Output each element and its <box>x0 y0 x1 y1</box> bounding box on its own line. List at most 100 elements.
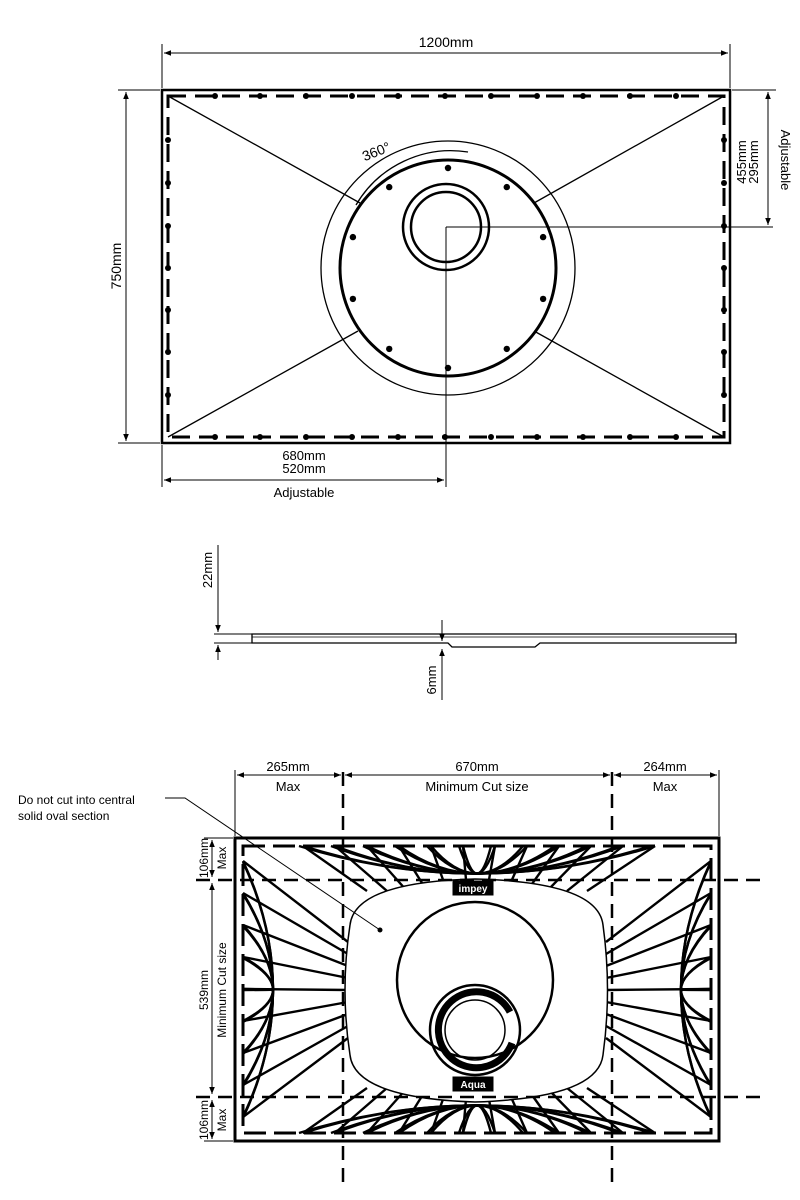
plate-screw <box>386 183 393 191</box>
fixing-dot <box>212 93 218 99</box>
fixing-dot <box>721 265 727 271</box>
fixing-dot <box>721 180 727 186</box>
brand-bottom-label: Aqua <box>461 1080 486 1091</box>
fixing-dot <box>349 434 355 440</box>
rib-line <box>566 1087 624 1134</box>
fixing-dot <box>488 93 494 99</box>
fixing-dot <box>165 137 171 143</box>
bottom-dimension-upper: 680mm <box>282 448 325 463</box>
fixing-dot <box>257 93 263 99</box>
fixing-dot <box>721 137 727 143</box>
fixing-dot <box>165 307 171 313</box>
fixing-dot <box>165 180 171 186</box>
top-view <box>118 44 776 487</box>
fixing-dot <box>303 434 309 440</box>
fixing-dot <box>627 93 633 99</box>
brand-badge-bottom <box>452 1076 494 1092</box>
rib-line <box>366 845 408 892</box>
bottom-adjustable-label: Adjustable <box>274 485 335 500</box>
center-width-label: 670mm <box>455 759 498 774</box>
plate-screw <box>539 295 547 303</box>
fixing-dot <box>580 93 586 99</box>
left-width-label: 265mm <box>266 759 309 774</box>
fixing-dot <box>257 434 263 440</box>
rib-line <box>242 923 349 968</box>
plate-screw <box>503 345 510 353</box>
fixing-dot <box>627 434 633 440</box>
rib-line <box>241 861 275 1118</box>
fixing-dot <box>488 434 494 440</box>
rotation-ring <box>320 140 576 396</box>
rib-line <box>605 891 712 956</box>
side-thickness-label: 22mm <box>200 552 215 588</box>
rib-line <box>334 845 388 892</box>
rib-line <box>566 845 624 892</box>
height-dimension-label: 750mm <box>108 243 124 290</box>
fixing-dot <box>165 349 171 355</box>
rib-line <box>586 844 656 893</box>
rib-line <box>605 955 712 980</box>
center-width-sub: Minimum Cut size <box>425 779 528 794</box>
top-view-dots <box>165 93 727 440</box>
fixing-dot <box>534 434 540 440</box>
fixing-dot <box>673 434 679 440</box>
rib-line <box>546 845 592 892</box>
drain-ring <box>395 900 555 1060</box>
fixing-dot <box>721 349 727 355</box>
rib-line <box>546 1087 592 1134</box>
right-adjustable-label: Adjustable <box>778 130 793 191</box>
drain-plate <box>338 158 558 378</box>
plate-screw <box>539 233 547 241</box>
rib-line <box>605 860 712 943</box>
waste-ring-outer <box>428 983 522 1077</box>
side-offset-label: 6mm <box>424 666 439 695</box>
right-width-sub: Max <box>653 779 678 794</box>
bottom-height-sub: Max <box>215 1109 229 1132</box>
rib-line <box>605 923 712 968</box>
rib-line <box>366 1087 408 1134</box>
plate-screw <box>349 295 357 303</box>
rotation-label: 360° <box>360 139 393 165</box>
right-width-label: 264mm <box>643 759 686 774</box>
rib-line <box>461 845 493 875</box>
rib-line <box>242 891 349 956</box>
fixing-dot <box>721 223 727 229</box>
rib-line <box>302 845 368 892</box>
fixing-dot <box>395 434 401 440</box>
rib-line <box>242 860 349 943</box>
rib-line <box>461 1104 493 1134</box>
width-dimension-label: 1200mm <box>419 34 473 50</box>
fixing-dot <box>721 392 727 398</box>
plate-screw <box>386 345 393 353</box>
side-view <box>214 545 737 700</box>
cut-view-center <box>344 878 609 1103</box>
right-dimension-lower: 295mm <box>746 140 761 183</box>
rib-line <box>298 844 656 875</box>
top-height-sub: Max <box>215 847 229 870</box>
bottom-dimension-lower: 520mm <box>282 461 325 476</box>
rib-line <box>242 1000 349 1023</box>
rib-line <box>680 987 712 992</box>
fixing-dot <box>673 93 679 99</box>
fixing-dot <box>165 265 171 271</box>
fixing-dot <box>580 434 586 440</box>
rib-line <box>242 1012 349 1055</box>
plate-screw <box>444 364 452 372</box>
rib-pattern <box>241 844 713 1135</box>
rib-line <box>298 1104 656 1135</box>
rib-line <box>605 1012 712 1055</box>
middle-height-sub: Minimum Cut size <box>215 942 229 1038</box>
brand-top-label: impey <box>459 884 488 895</box>
plate-screw <box>503 183 510 191</box>
fixing-dot <box>442 434 448 440</box>
left-width-sub: Max <box>276 779 301 794</box>
cut-tray-outline <box>233 836 721 1143</box>
rib-line <box>242 1037 349 1118</box>
middle-height-label: 539mm <box>197 970 211 1010</box>
rib-line <box>679 861 713 1118</box>
note-line-1: Do not cut into central <box>18 793 135 807</box>
fixing-dot <box>303 93 309 99</box>
fixing-dot <box>442 93 448 99</box>
fixing-dot <box>534 93 540 99</box>
fixing-dot <box>349 93 355 99</box>
